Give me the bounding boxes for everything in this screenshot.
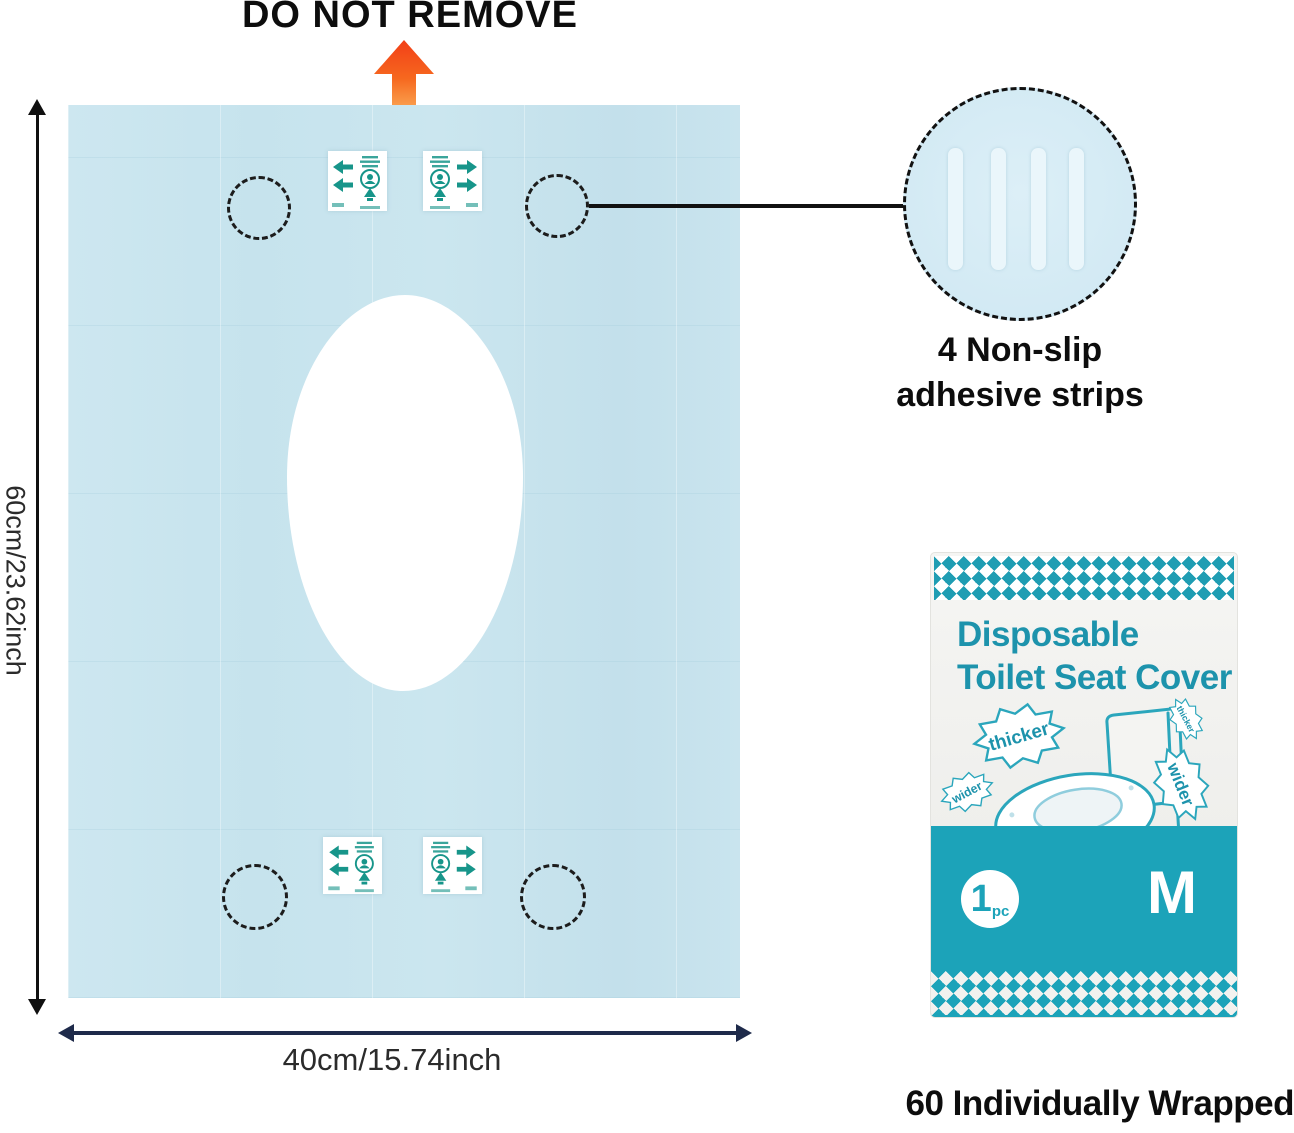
size-label: M <box>1147 859 1197 926</box>
arrowhead-left-icon <box>58 1024 74 1042</box>
adhesive-sticker-icon <box>323 837 382 894</box>
adhesive-strip <box>1031 148 1046 270</box>
adhesive-sticker-icon <box>423 837 482 894</box>
width-dimension-label: 40cm/15.74inch <box>282 1042 502 1077</box>
count-number: 1 <box>970 878 992 920</box>
package-title-line1: Disposable <box>957 615 1139 654</box>
adhesive-strip <box>948 148 963 270</box>
package-title: Disposable Toilet Seat Cover <box>957 613 1232 699</box>
strip-position-marker <box>222 864 288 930</box>
arrowhead-right-icon <box>736 1024 752 1042</box>
adhesive-sticker-icon <box>423 151 482 211</box>
strips-callout-line1: 4 Non-slip <box>937 331 1103 369</box>
diamond-pattern-band <box>931 971 1237 1015</box>
strips-callout-line2: adhesive strips <box>896 376 1144 414</box>
count-unit: pc <box>991 903 1010 920</box>
height-dimension-line <box>36 112 39 1002</box>
strip-position-marker <box>525 174 589 238</box>
up-arrow-icon <box>372 40 436 126</box>
do-not-remove-label: DO NOT REMOVE <box>241 0 579 36</box>
count-badge: 1 pc <box>961 870 1019 928</box>
magnified-strips-circle <box>903 87 1137 321</box>
package-title-line2: Toilet Seat Cover <box>957 658 1232 697</box>
package-teal-band: 1 pc M <box>931 826 1237 1017</box>
wider-burst: wider <box>1137 736 1226 832</box>
adhesive-strip <box>1069 148 1084 270</box>
seat-cover-hole <box>287 295 523 691</box>
thicker-burst: thicker <box>966 695 1072 777</box>
strip-position-marker <box>520 864 586 930</box>
diamond-pattern-band <box>934 556 1234 600</box>
strips-callout-label: 4 Non-slip adhesive strips <box>845 328 1195 418</box>
callout-connector-line <box>589 204 905 208</box>
strip-position-marker <box>227 176 291 240</box>
height-dimension-label: 60cm/23.62inch <box>0 485 31 676</box>
wider-burst-small: wider <box>932 759 1002 825</box>
seat-cover-sheet <box>68 105 740 998</box>
thicker-burst-small: thicker <box>1156 688 1216 749</box>
product-package: Disposable Toilet Seat Cover <box>930 552 1238 1018</box>
arrowhead-up-icon <box>28 99 46 115</box>
adhesive-strip <box>991 148 1006 270</box>
wrapped-count-label: 60 Individually Wrapped <box>905 1084 1294 1123</box>
width-dimension-line <box>72 1031 736 1035</box>
adhesive-sticker-icon <box>328 151 387 211</box>
arrowhead-down-icon <box>28 999 46 1015</box>
